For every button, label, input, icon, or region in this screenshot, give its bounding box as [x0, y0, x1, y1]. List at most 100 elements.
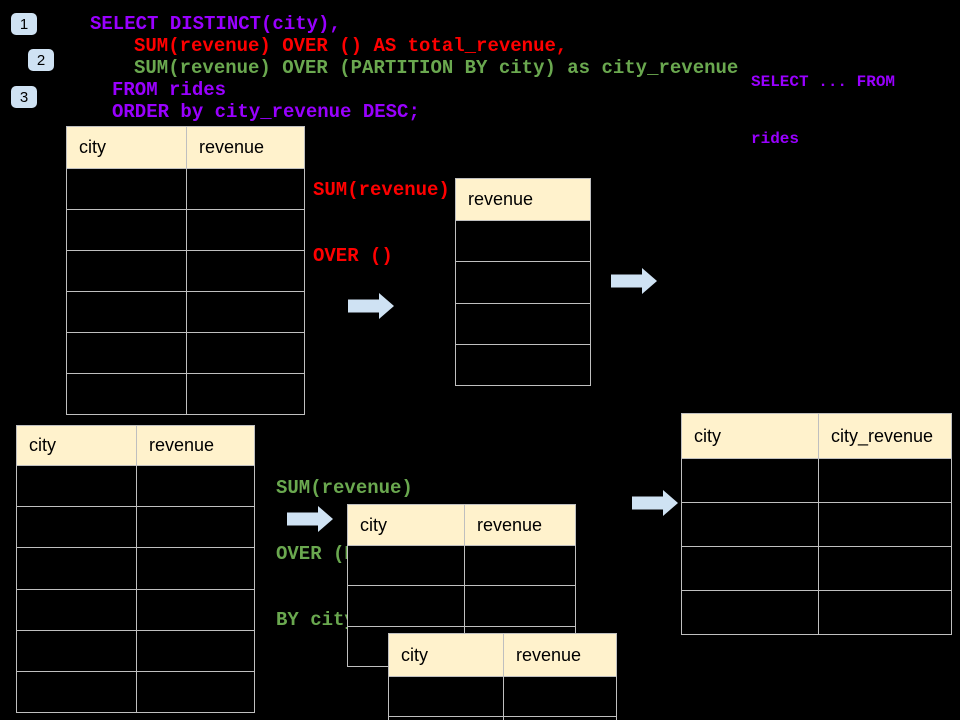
table-row [682, 590, 951, 634]
table-cell [389, 677, 503, 716]
table-header-cell: city [348, 505, 464, 545]
table-header-cell: city [17, 426, 136, 465]
table-header-cell: city_revenue [818, 414, 951, 458]
annotation-partition-line-1: SUM(revenue) [276, 477, 413, 499]
table-cell [67, 169, 186, 209]
table-total-revenue: revenue [455, 178, 591, 386]
table-row [348, 585, 575, 626]
table-header-row: revenue [456, 179, 590, 221]
table-cell [503, 677, 616, 716]
table-cell [456, 304, 590, 344]
table-cell [186, 374, 304, 414]
table-cell [136, 507, 254, 548]
table-cell [67, 333, 186, 373]
table-cell [464, 546, 575, 586]
table-row [682, 546, 951, 590]
table-row [17, 670, 254, 713]
table-cell [186, 251, 304, 291]
table-cell [818, 503, 951, 546]
table-cell [456, 345, 590, 385]
table-cell [17, 507, 136, 547]
table-row [389, 716, 616, 720]
arrow-right-icon [632, 490, 678, 516]
annotation-total-revenue: SUM(revenue) OVER () [313, 135, 450, 311]
table-row [67, 373, 304, 414]
table-row [17, 547, 254, 589]
table-cell [67, 292, 186, 332]
table-cell [136, 671, 254, 713]
table-row [682, 459, 951, 502]
table-cell [818, 459, 951, 502]
table-header-cell: revenue [464, 505, 575, 545]
table-header-cell: city [682, 414, 818, 458]
annotation-total-revenue-line-2: OVER () [313, 245, 393, 267]
sql-order-by-line: ORDER by city_revenue DESC; [112, 101, 420, 123]
table-cell [17, 466, 136, 506]
table-cell [186, 292, 304, 332]
table-cell [682, 503, 818, 546]
table-cell [348, 586, 464, 625]
sql-from-line: FROM rides [112, 79, 227, 101]
table-header-cell: revenue [503, 634, 616, 676]
table-header-cell: revenue [136, 426, 254, 465]
table-header-cell: revenue [456, 179, 590, 220]
table-row [348, 546, 575, 586]
step-badge-2: 2 [28, 49, 54, 71]
table-cell [136, 548, 254, 589]
table-cell [456, 262, 590, 302]
table-cell [348, 546, 464, 585]
step-badge-3: 3 [11, 86, 37, 108]
table-row [17, 466, 254, 507]
step-badge-1: 1 [11, 13, 37, 35]
sql-total-revenue-line: SUM(revenue) OVER () AS total_revenue, [134, 35, 568, 57]
table-cell [17, 672, 136, 712]
table-cell [136, 630, 254, 671]
table-cell [17, 548, 136, 588]
table-row [456, 302, 590, 344]
table-row [17, 506, 254, 548]
table-cell [67, 210, 186, 250]
sql-ellipsis-note-line-2: rides [751, 130, 800, 148]
table-row [67, 250, 304, 291]
table-row [682, 502, 951, 546]
table-cell [186, 169, 304, 209]
table-cell [186, 333, 304, 373]
table-cell [17, 590, 136, 630]
table-header-cell: city [67, 127, 186, 168]
table-cell [682, 591, 818, 634]
table-cell [136, 589, 254, 630]
table-cell [682, 459, 818, 502]
arrow-right-icon [348, 293, 394, 319]
table-cell [503, 717, 616, 720]
table-cell [67, 374, 186, 414]
annotation-total-revenue-line-1: SUM(revenue) [313, 179, 450, 201]
table-cell [682, 547, 818, 590]
table-row [17, 629, 254, 671]
table-row [456, 343, 590, 385]
sql-ellipsis-note-line-1: SELECT ... FROM [751, 73, 896, 91]
table-cell [67, 251, 186, 291]
table-row [456, 221, 590, 261]
table-cell [818, 547, 951, 590]
table-cell [456, 221, 590, 261]
table-row [67, 332, 304, 373]
table-row [67, 169, 304, 209]
table-row [456, 261, 590, 302]
sql-ellipsis-note: SELECT ... FROM rides [751, 35, 895, 187]
table-cell [818, 591, 951, 634]
table-row [67, 291, 304, 332]
table-cell [136, 466, 254, 507]
table-cell [17, 631, 136, 671]
table-cell [186, 210, 304, 250]
table-row [17, 588, 254, 630]
